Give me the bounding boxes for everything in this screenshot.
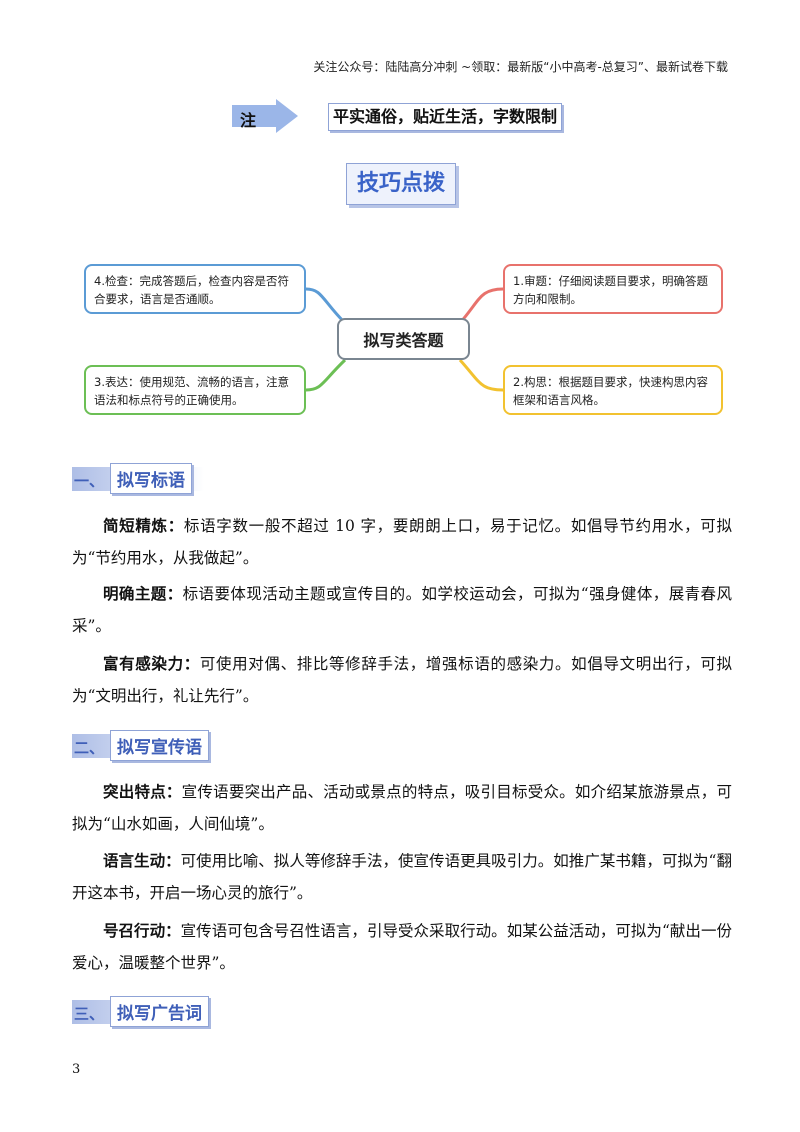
paragraph-label: 号召行动： xyxy=(103,922,181,940)
section-number: 一、 xyxy=(74,472,105,490)
paragraph-text: 标语要体现活动主题或宣传目的。如学校运动会，可拟为“强身健体，展青春风采”。 xyxy=(72,585,732,635)
connector-step3 xyxy=(305,358,347,392)
mindmap-node-step1: 1.审题：仔细阅读题目要求，明确答题方向和限制。 xyxy=(503,264,723,314)
paragraph-text: 标语字数一般不超过 10 字，要朗朗上口，易于记忆。如倡导节约用水，可拟为“节约… xyxy=(72,517,732,567)
paragraph-text: 可使用比喻、拟人等修辞手法，使宣传语更具吸引力。如推广某书籍，可拟为“翻开这本书… xyxy=(72,852,732,902)
connector-step4 xyxy=(305,287,347,325)
mindmap-center: 拟写类答题 xyxy=(337,318,470,360)
paragraph-text: 可使用对偶、排比等修辞手法，增强标语的感染力。如倡导文明出行，可拟为“文明出行，… xyxy=(72,655,732,705)
paragraph-label: 明确主题： xyxy=(103,585,183,603)
paragraph-label: 富有感染力： xyxy=(103,655,200,673)
mindmap-node-step2: 2.构思：根据题目要求，快速构思内容框架和语言风格。 xyxy=(503,365,723,415)
paragraph: 号召行动：宣传语可包含号召性语言，引导受众采取行动。如某公益活动，可拟为“献出一… xyxy=(72,915,732,979)
section-number: 三、 xyxy=(74,1005,105,1023)
page-number: 3 xyxy=(72,1062,81,1077)
paragraph-text: 宣传语可包含号召性语言，引导受众采取行动。如某公益活动，可拟为“献出一份爱心，温… xyxy=(72,922,732,972)
notice-label: 注 xyxy=(240,111,257,130)
section-title: 拟写广告词 xyxy=(110,996,209,1027)
mindmap-node-step4: 4.检查：完成答题后，检查内容是否符合要求，语言是否通顺。 xyxy=(84,264,306,314)
paragraph: 简短精炼：标语字数一般不超过 10 字，要朗朗上口，易于记忆。如倡导节约用水，可… xyxy=(72,510,732,574)
paragraph: 突出特点：宣传语要突出产品、活动或景点的特点，吸引目标受众。如介绍某旅游景点，可… xyxy=(72,776,732,840)
paragraph-label: 语言生动： xyxy=(103,852,181,870)
arrow-icon xyxy=(232,99,298,133)
section-number: 二、 xyxy=(74,739,105,757)
mindmap-node-step3: 3.表达：使用规范、流畅的语言，注意语法和标点符号的正确使用。 xyxy=(84,365,306,415)
paragraph: 明确主题：标语要体现活动主题或宣传目的。如学校运动会，可拟为“强身健体，展青春风… xyxy=(72,578,732,642)
section-title: 拟写宣传语 xyxy=(110,730,209,761)
paragraph: 富有感染力：可使用对偶、排比等修辞手法，增强标语的感染力。如倡导文明出行，可拟为… xyxy=(72,648,732,712)
tips-title: 技巧点拨 xyxy=(346,163,456,205)
connector-step2 xyxy=(458,358,504,392)
connector-step1 xyxy=(458,287,504,324)
section-title: 拟写标语 xyxy=(110,463,192,494)
notice-text: 平实通俗，贴近生活，字数限制 xyxy=(328,103,562,131)
paragraph-label: 突出特点： xyxy=(103,783,182,801)
paragraph-text: 宣传语要突出产品、活动或景点的特点，吸引目标受众。如介绍某旅游景点，可拟为“山水… xyxy=(72,783,732,833)
paragraph-label: 简短精炼： xyxy=(103,517,184,535)
page-header: 关注公众号：陆陆高分冲刺 ~领取：最新版“小中高考-总复习”、最新试卷下载 xyxy=(313,60,728,74)
paragraph: 语言生动：可使用比喻、拟人等修辞手法，使宣传语更具吸引力。如推广某书籍，可拟为“… xyxy=(72,845,732,909)
